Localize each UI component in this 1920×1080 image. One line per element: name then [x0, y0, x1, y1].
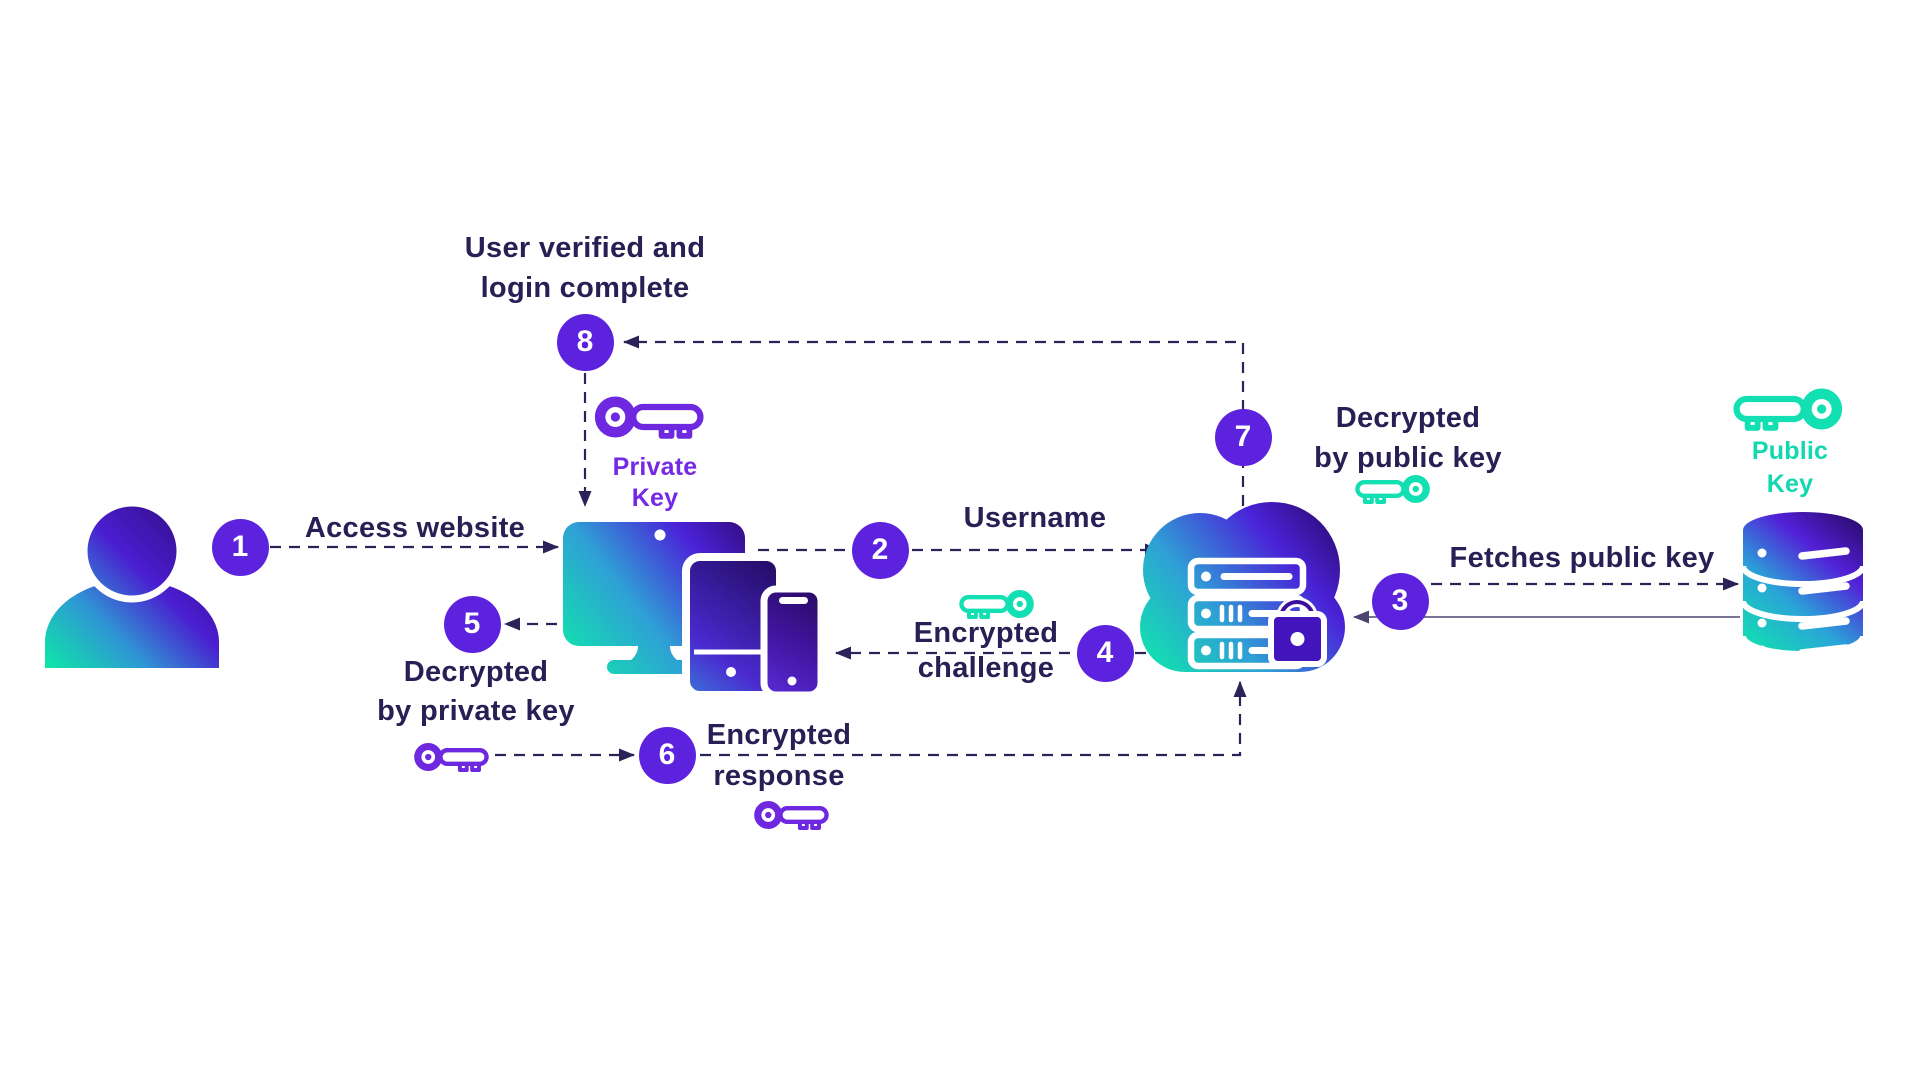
step-label-encrypted-challenge: Encrypted challenge	[913, 617, 1059, 684]
step-label-decrypted-public: Decrypted by public key	[1314, 402, 1502, 474]
cloud-server-lock-icon	[1140, 502, 1345, 672]
monitor-stand	[627, 646, 681, 663]
step-label-username: Username	[963, 502, 1107, 534]
step-label-encrypted-response: Encrypted response	[706, 719, 852, 792]
phone-speaker	[779, 597, 808, 604]
public-key-label: Public Key	[1751, 437, 1829, 498]
step-label-decrypted-private: Decrypted by private key	[377, 656, 575, 727]
step-badge-7: 7	[1214, 408, 1272, 466]
step-badge-1: 1	[211, 518, 269, 576]
step-badge-4: 4	[1076, 624, 1134, 682]
step-badge-6: 6	[638, 726, 696, 784]
step-label-access-website: Access website	[304, 512, 526, 544]
tablet-home-dot	[726, 667, 736, 677]
private-key-decrypt-icon	[418, 747, 487, 770]
arrow-step6-b	[700, 681, 1247, 757]
private-key-icon	[600, 402, 700, 436]
public-key-challenge-icon	[961, 594, 1030, 617]
monitor-camera-dot	[654, 529, 666, 541]
step-badge-3: 3	[1371, 572, 1429, 630]
private-key-label: Private Key	[612, 453, 698, 512]
phone-home-dot	[787, 676, 797, 686]
monitor-base	[607, 660, 701, 674]
server-rack	[1187, 557, 1307, 670]
public-key-decrypt-icon	[1357, 479, 1426, 502]
padlock-icon	[1268, 597, 1327, 667]
public-key-icon	[1737, 394, 1837, 428]
database-icon	[1740, 512, 1866, 657]
step-label-user-verified: User verified and login complete	[464, 232, 706, 304]
step-label-fetches-public-key: Fetches public key	[1449, 542, 1715, 574]
private-key-response-icon	[758, 805, 827, 828]
devices-icon	[563, 522, 825, 699]
step-badge-5: 5	[443, 595, 501, 653]
phone-icon	[760, 585, 825, 699]
step-badge-8: 8	[556, 313, 614, 371]
step-badge-2: 2	[851, 521, 909, 579]
arrow-step7-8	[623, 335, 1245, 506]
user-icon	[45, 499, 219, 668]
